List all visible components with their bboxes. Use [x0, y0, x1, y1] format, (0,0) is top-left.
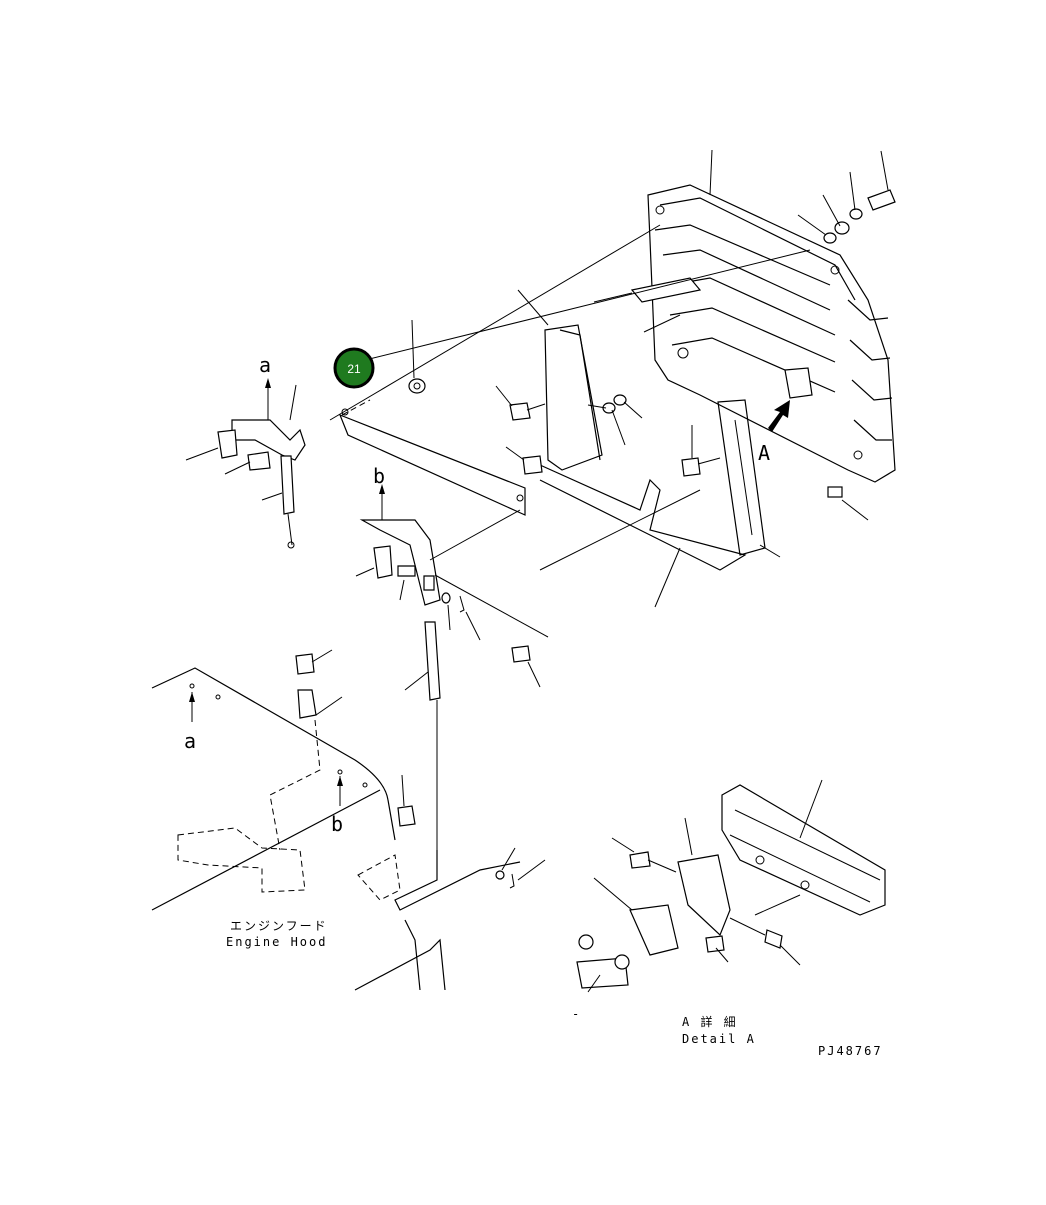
arrow-b-top [379, 484, 385, 520]
grille-fasteners [593, 149, 896, 608]
label-view-a: A [758, 441, 770, 465]
label-a-bottom: a [184, 729, 196, 753]
top-bracket-plate [338, 378, 526, 516]
view-arrow-a [768, 400, 790, 432]
engine-hood-en: Engine Hood [226, 935, 327, 949]
detail-a-jp: A 詳 細 [682, 1014, 738, 1029]
callout-21[interactable]: 21 [333, 347, 375, 389]
side-plate [539, 324, 766, 571]
label-a-top: a [259, 353, 271, 377]
engine-hood-jp: エンジンフード [230, 919, 328, 933]
detail-a-en: Detail A [682, 1032, 756, 1046]
engine-hood [151, 649, 546, 991]
label-b-top: b [373, 464, 385, 488]
dash-mark: - [572, 1007, 581, 1021]
assembly-leader-lines [329, 224, 811, 638]
middle-bracket-assembly [355, 519, 541, 850]
left-bracket-assembly [185, 384, 306, 549]
arrow-a-bottom [189, 692, 195, 722]
side-plate-fasteners [411, 289, 721, 477]
drawing-number: PJ48767 [818, 1044, 883, 1058]
callout-number: 21 [347, 362, 361, 376]
label-b-bottom: b [331, 812, 343, 836]
radiator-grille [630, 184, 896, 498]
arrow-b-bottom [337, 776, 343, 806]
detail-a-assembly [576, 779, 886, 993]
arrow-a-top [265, 378, 271, 420]
